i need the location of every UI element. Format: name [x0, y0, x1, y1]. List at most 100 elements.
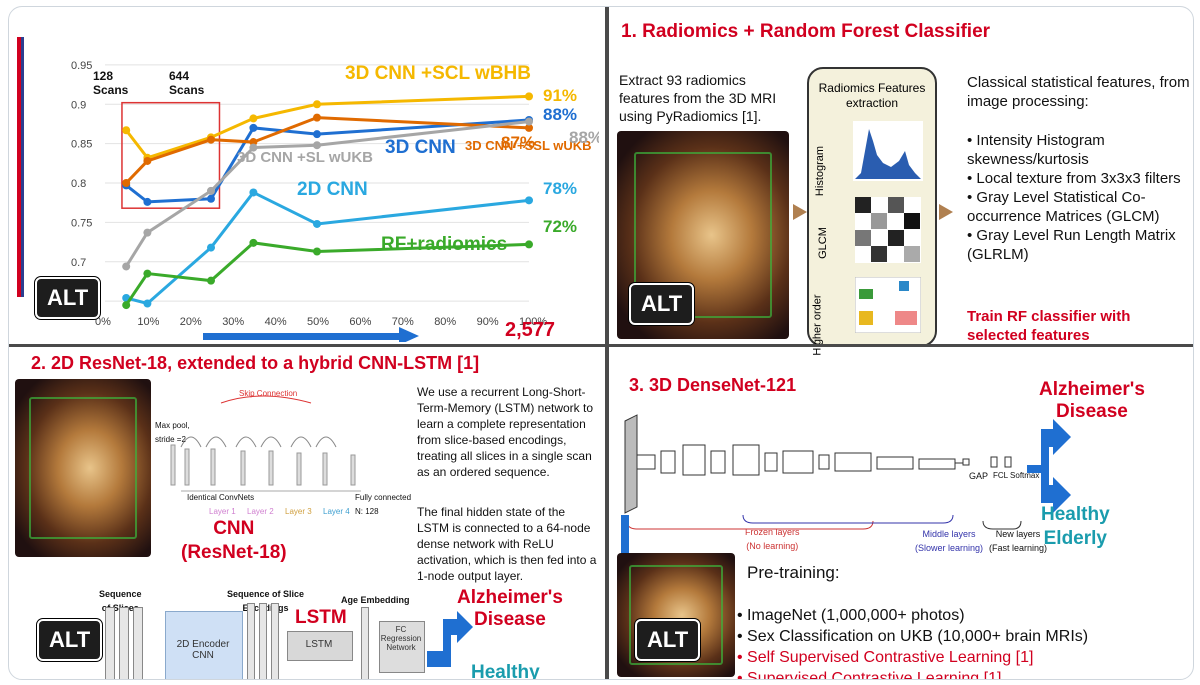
blue-progress-arrowhead: [399, 327, 419, 342]
x-tick-label: 30%: [222, 316, 244, 328]
series-name-label: 2D CNN: [297, 179, 368, 200]
pretrain-item: • ImageNet (1,000,000+ photos): [737, 607, 965, 624]
alt-badge-q2[interactable]: ALT: [37, 619, 103, 661]
series-point: [313, 141, 321, 150]
fc-regression-box: [379, 621, 425, 673]
alt-badge-chart[interactable]: ALT: [35, 277, 101, 319]
pretrain-item: • Sex Classification on UKB (10,000+ bra…: [737, 628, 1089, 645]
age-embedding-label: Age Embedding: [341, 595, 410, 605]
series-end-label: 78%: [543, 179, 577, 198]
glcm-thumbnail: [855, 197, 921, 263]
encoder-cnn-label: 2D Encoder CNN: [176, 639, 230, 661]
slice-stack-2: [119, 607, 129, 679]
q1-title: 1. Radiomics + Random Forest Classifier: [621, 21, 991, 42]
y-tick-label: 0.7: [71, 257, 86, 269]
x-tick-label: 90%: [477, 316, 499, 328]
vertical-divider: [605, 7, 609, 679]
q1-intro: Extract 93 radiomics features from the 3…: [619, 72, 777, 124]
y-tick-label: 0.8: [71, 178, 86, 190]
skip-connection-label: Skip Connection: [239, 389, 298, 398]
frozen-layers-label: Frozen layers (No learning): [745, 527, 800, 551]
x-tick-label: 100%: [519, 316, 547, 328]
series-point: [207, 194, 215, 203]
mri-brain-image-2: [15, 379, 151, 557]
layer4-label: Layer 4: [323, 507, 350, 516]
left-accent-bar-blue: [21, 37, 24, 297]
q2-ad-label: Alzheimer's Disease: [457, 587, 563, 630]
y-tick-label: 0.75: [71, 217, 92, 229]
pretrain-head: Pre-training:: [747, 563, 840, 582]
scans-644-label: 644 Scans: [169, 69, 205, 97]
encoding-bar-1: [247, 603, 255, 679]
series-line: [124, 120, 530, 268]
layer1-label: Layer 1: [209, 507, 236, 516]
q3-ad-label: Alzheimer's Disease: [1039, 379, 1145, 422]
q2-title: 2. 2D ResNet-18, extended to a hybrid CN…: [31, 353, 480, 373]
series-point: [207, 243, 215, 252]
y-tick-label: 0.85: [71, 139, 92, 151]
layer3-label: Layer 3: [285, 507, 312, 516]
split-arrow-icon-2: [1027, 419, 1071, 513]
q1-feature-item: • Local texture from 3x3x3 filters: [967, 170, 1181, 187]
q1-feature-item: • Gray Level Run Length Matrix (GLRLM): [967, 227, 1176, 263]
q1-feature-item: • Intensity Histogram skewness/kurtosis: [967, 132, 1105, 168]
series-line: [124, 241, 530, 306]
slice-stack-3: [133, 607, 143, 679]
fcl-softmax-label: FCL Softmax: [993, 471, 1040, 480]
horizontal-divider: [9, 344, 1193, 347]
histogram-thumbnail: [853, 121, 923, 181]
series-point: [207, 135, 215, 144]
left-accent-bar: [17, 37, 21, 297]
series-name-label: 3D CNN +SSL wUKB: [465, 138, 592, 153]
series-line: [125, 116, 530, 185]
series-line: [125, 118, 530, 204]
series-point: [313, 100, 321, 109]
y-tick-label: 0.95: [71, 60, 92, 72]
collage-frame: 0.650.70.750.80.850.90.950%10%20%30%40%5…: [8, 6, 1194, 680]
series-point: [249, 138, 258, 147]
series-point: [313, 113, 321, 122]
age-embedding-bar: [361, 607, 369, 679]
series-name-label: RF+radiomics: [381, 234, 507, 255]
maxpool-label: Max pool, stride =2: [155, 421, 190, 444]
cnn-resnet-label: CNN (ResNet-18): [181, 518, 287, 563]
y-tick-label: 0.9: [71, 99, 86, 111]
alt-badge-q1[interactable]: ALT: [629, 283, 695, 325]
q1-features-head: Classical statistical features, from ima…: [967, 74, 1190, 110]
encoding-bar-2: [259, 603, 267, 679]
scans-128-label: 128 Scans: [93, 69, 129, 97]
higher-order-thumbnail: [855, 277, 921, 333]
slice-stack-1: [105, 607, 115, 679]
fully-connected-label: Fully connected N: 128: [355, 493, 412, 516]
series-end-label: 72%: [543, 217, 577, 236]
lstm-label: LSTM: [295, 607, 347, 628]
series-point: [525, 240, 533, 249]
middle-layers-label: Middle layers (Slower learning): [915, 529, 984, 553]
total-scans-label: 2,577: [505, 319, 556, 341]
series-name-label: 3D CNN +SCL wBHB: [345, 63, 531, 84]
gap-label: GAP: [969, 471, 989, 481]
layer2-label: Layer 2: [247, 507, 274, 516]
pretrain-list: • ImageNet (1,000,000+ photos) • Sex Clas…: [737, 605, 1187, 680]
alt-badge-q3[interactable]: ALT: [635, 619, 701, 661]
q1-feature-item: • Gray Level Statistical Co-occurrence M…: [967, 189, 1160, 225]
series-name-label: 3D CNN: [385, 137, 456, 158]
series-point: [313, 219, 321, 228]
series-end-label: 87%: [501, 133, 535, 152]
series-line: [125, 94, 530, 160]
pretrain-item-red: • Supervised Contrastive Learning [1]: [737, 670, 1002, 680]
x-tick-label: 0%: [95, 316, 111, 328]
series-point: [122, 179, 131, 187]
series-point: [249, 123, 258, 132]
q3-title: 3. 3D DenseNet-121: [629, 375, 797, 395]
series-point: [207, 186, 215, 195]
fc-regression-label: FC Regression Network: [380, 625, 422, 652]
lstm-box: [287, 631, 353, 661]
series-point: [122, 262, 131, 271]
x-tick-label: 10%: [137, 316, 159, 328]
series-point: [122, 301, 131, 310]
identical-convnets-label: Identical ConvNets: [187, 493, 255, 502]
series-point: [525, 123, 533, 132]
series-point: [207, 276, 215, 285]
q1-train-text: Train RF classifier with selected featur…: [967, 308, 1131, 344]
